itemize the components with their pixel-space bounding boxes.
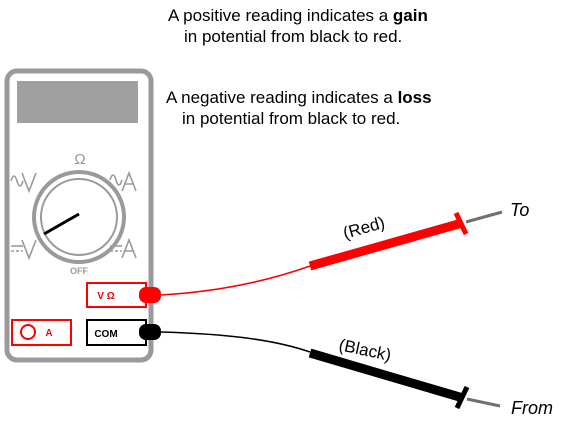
rotary-dial-inner — [40, 178, 118, 256]
meter-display — [17, 81, 138, 123]
ac-voltage-icon — [10, 172, 37, 194]
volt-ohm-jack-label: V Ω — [97, 291, 114, 302]
dc-current-icon — [110, 237, 137, 259]
black-lead-wire — [160, 331, 311, 353]
red-lead-label: (Red) — [341, 213, 387, 243]
red-test-lead[interactable] — [139, 210, 503, 303]
positive-note-line2: in potential from black to red. — [184, 27, 403, 46]
ohm-setting-label: Ω — [74, 151, 85, 168]
black-probe-body — [308, 348, 465, 403]
com-jack-label: COM — [94, 329, 117, 340]
red-probe-guard — [453, 211, 469, 236]
negative-note-line2: in potential from black to red. — [182, 109, 401, 128]
black-test-lead[interactable] — [139, 324, 501, 410]
loss-word: loss — [397, 88, 432, 107]
positive-note-line1: A positive reading indicates a gain — [168, 6, 428, 25]
negative-note-line1: A negative reading indicates a loss — [166, 88, 432, 107]
to-label: To — [510, 200, 529, 220]
red-plug — [139, 287, 161, 303]
red-lead-wire — [159, 265, 311, 296]
amp-jack-socket — [20, 324, 36, 340]
from-label: From — [511, 398, 553, 418]
dial-pointer — [43, 212, 80, 236]
amp-jack-label: A — [45, 328, 52, 339]
red-probe-body — [308, 218, 464, 271]
off-setting-label: OFF — [70, 266, 88, 276]
gain-word: gain — [392, 6, 428, 25]
dc-voltage-icon — [11, 239, 37, 261]
black-probe-guard — [454, 385, 470, 410]
red-probe-tip — [465, 210, 503, 224]
volt-ohm-jack[interactable] — [86, 282, 147, 308]
black-plug — [139, 324, 161, 340]
black-probe-tip — [466, 397, 501, 408]
ac-current-icon — [109, 170, 137, 192]
